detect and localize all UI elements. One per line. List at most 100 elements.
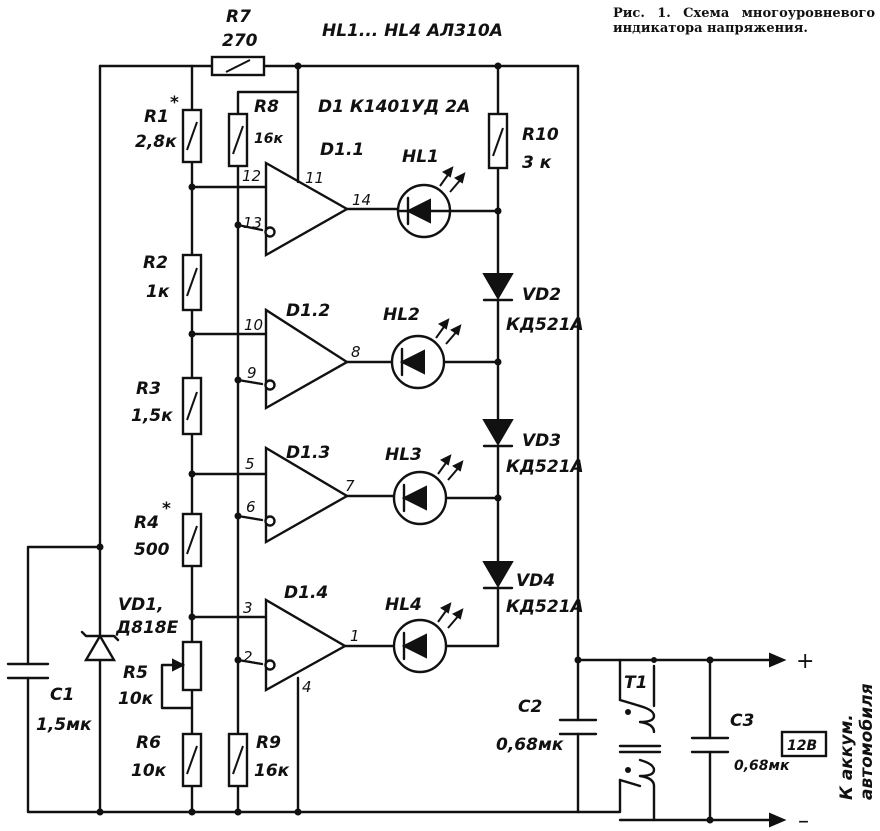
d1-2-pin-plus: 10 [244,316,263,334]
battery-box: 12В [780,730,828,758]
d1-1-name: D1.1 [320,140,364,160]
opamp-d1-1: D1.1 12 13 11 14 [190,90,402,258]
opamp-d1-2: D1.2 10 9 8 [190,301,396,411]
d1-4-name: D1.4 [284,583,328,603]
vd1-part: Д818Е [115,618,179,638]
d1-4-pin-plus: 3 [243,599,253,617]
reference-line [236,64,300,814]
c2-name: C2 [518,697,542,717]
resistor-r6: R6 10к [131,732,203,788]
r5-name: R5 [123,663,148,683]
r2-name: R2 [143,253,168,273]
hl3-name: HL3 [385,445,422,465]
r1-star: * [170,93,179,113]
diode-vd4: VD4 КД521А [482,561,584,617]
d1-1-pin-out: 14 [352,191,371,209]
resistor-r5: R5 10к [118,640,203,710]
d1-3-pin-out: 7 [345,477,355,495]
r6-value: 10к [131,761,167,781]
right-rail [576,64,772,822]
r4-name: R4 [134,513,159,533]
resistor-r1: R1 * 2,8к [135,93,203,164]
r2-value: 1к [146,282,170,302]
c2-value: 0,68мк [496,735,564,755]
opamp-d1-3: D1.3 5 6 7 [190,443,398,545]
r4-star: * [162,499,171,519]
hl2-name: HL2 [383,305,420,325]
r5-value: 10к [118,689,154,709]
battery-voltage: 12В [787,738,817,754]
diode-vd2: VD2 КД521А [482,273,584,335]
d1-1-pin-supply: 11 [305,169,324,187]
c3-name: C3 [730,711,754,731]
d1-2-pin-out: 8 [351,343,361,361]
c3-value: 0,68мк [734,758,790,774]
capacitor-c2: C2 0,68мк [496,697,598,755]
vd1-name: VD1, [118,595,164,615]
ic-type-label: D1 К1401УД 2А [318,97,470,117]
battery-label-line2: автомобиля [857,683,877,800]
resistor-r10: R10 3 к [487,112,559,173]
vd3-part: КД521А [506,457,584,477]
led-hl3: HL3 [385,445,500,526]
resistor-r4: R4 * 500 [134,499,203,568]
diode-vd3: VD3 КД521А [482,419,584,477]
r6-name: R6 [136,733,161,753]
r8-name: R8 [254,97,279,117]
t1-name: T1 [624,673,647,693]
r4-value: 500 [134,540,170,560]
hl1-name: HL1 [402,147,439,167]
r1-name: R1 [144,107,169,127]
r10-name: R10 [522,125,559,145]
battery-label-line1: К аккум. [837,714,857,800]
led-hl2: HL2 [383,305,500,390]
d1-1-pin-minus: 13 [243,214,262,232]
figure-caption: Рис. 1. Схема многоуровневого индикатора… [613,6,875,36]
d1-2-name: D1.2 [286,301,330,321]
resistor-r7: R7 270 [210,7,266,77]
d1-4-pin-minus: 2 [243,648,253,666]
resistor-r9: R9 16к [227,732,290,788]
terminal-arrows: + – [769,649,814,831]
vd3-name: VD3 [522,431,561,451]
capacitor-c1: C1 1,5мк [6,545,580,814]
hl4-name: HL4 [385,595,422,615]
r9-name: R9 [256,733,281,753]
r8-value: 16к [254,131,283,147]
vd2-name: VD2 [522,285,561,305]
r1-value: 2,8к [135,132,177,152]
resistor-r8: R8 16к [227,97,283,168]
terminal-plus: + [796,649,814,674]
c1-value: 1,5мк [36,715,92,735]
top-rail [98,64,580,814]
d1-3-name: D1.3 [286,443,330,463]
terminal-minus: – [798,809,809,831]
battery-label: К аккум. автомобиля [837,683,877,800]
r7-name: R7 [226,7,251,27]
c1-name: C1 [50,685,74,705]
vd2-part: КД521А [506,315,584,335]
d1-3-pin-plus: 5 [245,455,255,473]
resistor-r3: R3 1,5к [131,376,203,436]
r7-value: 270 [222,31,258,51]
zener-vd1: VD1, Д818Е [80,595,179,662]
transformer-t1: T1 [618,664,662,822]
resistor-r2: R2 1к [143,253,203,312]
d1-1-pin-plus: 12 [242,167,261,185]
d1-4-pin-gnd: 4 [302,678,312,696]
led-hl4: HL4 [385,595,500,674]
r10-value: 3 к [522,153,552,173]
vd4-part: КД521А [506,597,584,617]
d1-4-pin-out: 1 [350,627,360,645]
led-hl1: HL1 [396,147,500,239]
vd4-name: VD4 [516,571,555,591]
r9-value: 16к [254,761,290,781]
r3-name: R3 [136,379,161,399]
d1-2-pin-minus: 9 [247,364,257,382]
capacitor-c3: C3 0,68мк [690,658,790,822]
d1-3-pin-minus: 6 [246,498,256,516]
led-type-label: HL1... HL4 АЛ310А [322,21,503,41]
r3-value: 1,5к [131,406,173,426]
opamp-d1-4: D1.4 3 2 1 4 [190,583,398,814]
